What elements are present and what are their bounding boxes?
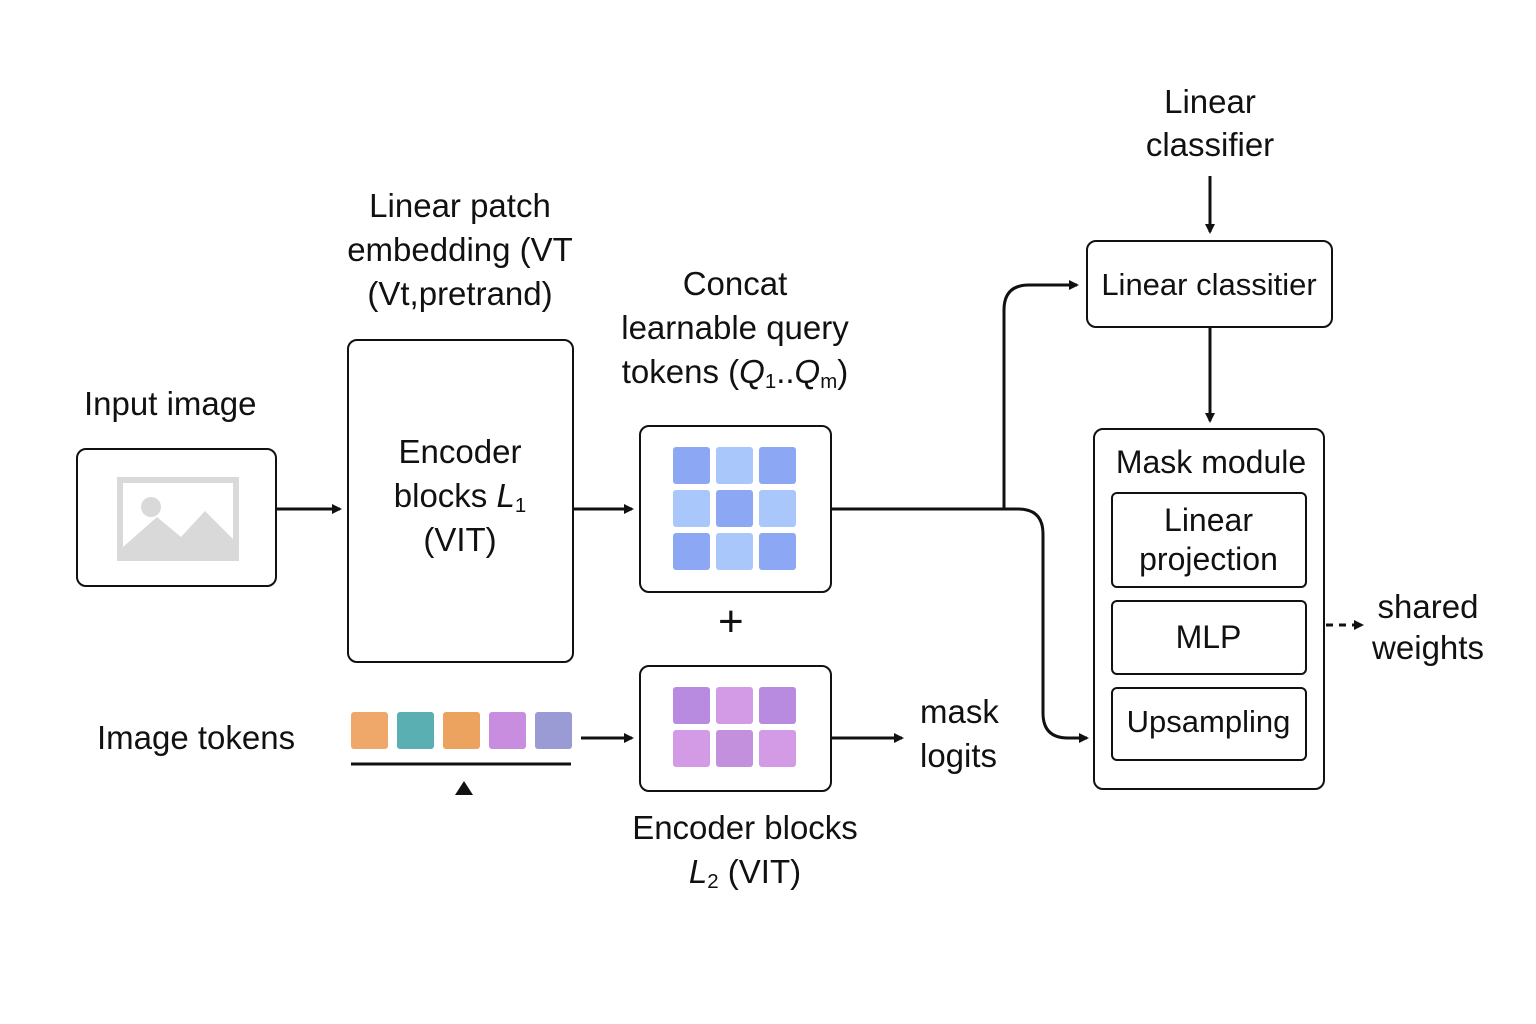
- shared-weights-line-1: shared: [1377, 588, 1479, 625]
- encoder-l2-token-tile: [673, 730, 710, 767]
- image-tokens-label: Image tokens: [97, 719, 296, 756]
- plus-sign: +: [718, 597, 744, 646]
- mask-logits-line-2: logits: [920, 737, 998, 774]
- encoder-l1-text: Encoder blocks L1 (VIT): [349, 430, 571, 562]
- encoder-l2-label: Encoder blocks L2 (VIT): [595, 806, 895, 894]
- input-image-label: Input image: [84, 385, 257, 422]
- linear-projection-box: Linear projection: [1111, 492, 1307, 588]
- encoder-l1-var: L: [496, 477, 515, 514]
- query-token-tile: [716, 447, 753, 484]
- concat-qm-sub: m: [820, 370, 838, 394]
- encoder-l2-box: [639, 665, 832, 792]
- upsampling-label: Upsampling: [1126, 704, 1291, 739]
- concat-line-3-suffix: ): [837, 353, 849, 390]
- query-token-tile: [673, 533, 710, 570]
- concat-line-1: Concat: [682, 265, 788, 302]
- query-token-tile: [673, 447, 710, 484]
- linear-classifier-top-line-2: classifier: [1145, 126, 1275, 163]
- image-token: [535, 712, 572, 749]
- linear-classifier-box-label: Linear classitier: [1101, 267, 1317, 302]
- encoder-l2-suffix: (VIT): [727, 853, 802, 890]
- encoder-l2-line-1: Encoder blocks: [632, 809, 858, 846]
- patch-embedding-line-3: (Vt,pretrand): [367, 275, 553, 312]
- query-token-tile: [759, 533, 796, 570]
- query-token-tile: [759, 447, 796, 484]
- image-token: [443, 712, 480, 749]
- encoder-l1-line-2-prefix: blocks: [393, 477, 497, 514]
- concat-qm-var: Q: [794, 353, 821, 390]
- encoder-l2-sub: 2: [707, 870, 719, 894]
- linear-projection-label: Linear projection: [1113, 501, 1304, 579]
- upsampling-box: Upsampling: [1111, 687, 1307, 761]
- query-token-tile: [716, 490, 753, 527]
- patch-embedding-line-1: Linear patch: [369, 187, 551, 224]
- shared-weights-label: shared weights: [1366, 586, 1490, 668]
- shared-weights-line-2: weights: [1372, 629, 1484, 666]
- encoder-l1-line-3: (VIT): [423, 521, 497, 558]
- encoder-l1-box: Encoder blocks L1 (VIT): [347, 339, 574, 663]
- patch-embedding-line-2: embedding (VT: [347, 231, 573, 268]
- mask-logits-label: mask logits: [920, 690, 999, 778]
- concat-q1-sub: 1: [764, 370, 777, 394]
- encoder-l2-token-tile: [673, 687, 710, 724]
- image-token: [351, 712, 388, 749]
- query-token-tile: [673, 490, 710, 527]
- concat-label: Concat learnable query tokens (Q1..Qm): [595, 262, 875, 394]
- image-placeholder-icon: [117, 477, 239, 561]
- encoder-l1-sub: 1: [514, 494, 527, 518]
- encoder-l2-token-tile: [716, 730, 753, 767]
- linear-classifier-box: Linear classitier: [1086, 240, 1333, 328]
- up-triangle-icon: [455, 781, 473, 795]
- arrow-to-mask-module: [1004, 507, 1089, 743]
- patch-embedding-label: Linear patch embedding (VT (Vt,pretrand): [320, 184, 600, 316]
- linear-classifier-top-label: Linear classifier: [1107, 80, 1313, 166]
- linear-projection-line-2: projection: [1139, 541, 1278, 577]
- concat-line-3-prefix: tokens (: [621, 353, 740, 390]
- concat-line-2: learnable query: [621, 309, 849, 346]
- mask-module-box: Mask module Linear projection MLP Upsamp…: [1093, 428, 1325, 790]
- encoder-l1-line-2: blocks L1: [349, 474, 571, 518]
- concat-dots: ..: [776, 353, 795, 390]
- encoder-l2-token-tile: [759, 687, 796, 724]
- query-tokens-box: [639, 425, 832, 593]
- encoder-l2-token-tile: [759, 730, 796, 767]
- mlp-label: MLP: [1175, 619, 1242, 655]
- mask-module-title: Mask module: [1115, 444, 1307, 480]
- linear-projection-line-1: Linear: [1164, 502, 1253, 538]
- arrow-to-linear-classifier: [1002, 280, 1079, 509]
- image-token: [489, 712, 526, 749]
- encoder-l2-line-2: L2 (VIT): [595, 850, 895, 894]
- encoder-l1-line-1: Encoder: [398, 433, 522, 470]
- concat-q1-var: Q: [739, 353, 765, 390]
- image-token: [397, 712, 434, 749]
- encoder-l2-token-tile: [716, 687, 753, 724]
- concat-line-3: tokens (Q1..Qm): [595, 350, 875, 394]
- mlp-box: MLP: [1111, 600, 1307, 675]
- mask-logits-line-1: mask: [920, 693, 999, 730]
- query-token-tile: [759, 490, 796, 527]
- encoder-l2-var: L: [688, 853, 708, 890]
- query-token-tile: [716, 533, 753, 570]
- input-image-box: [76, 448, 277, 587]
- linear-classifier-top-line-1: Linear: [1164, 83, 1256, 120]
